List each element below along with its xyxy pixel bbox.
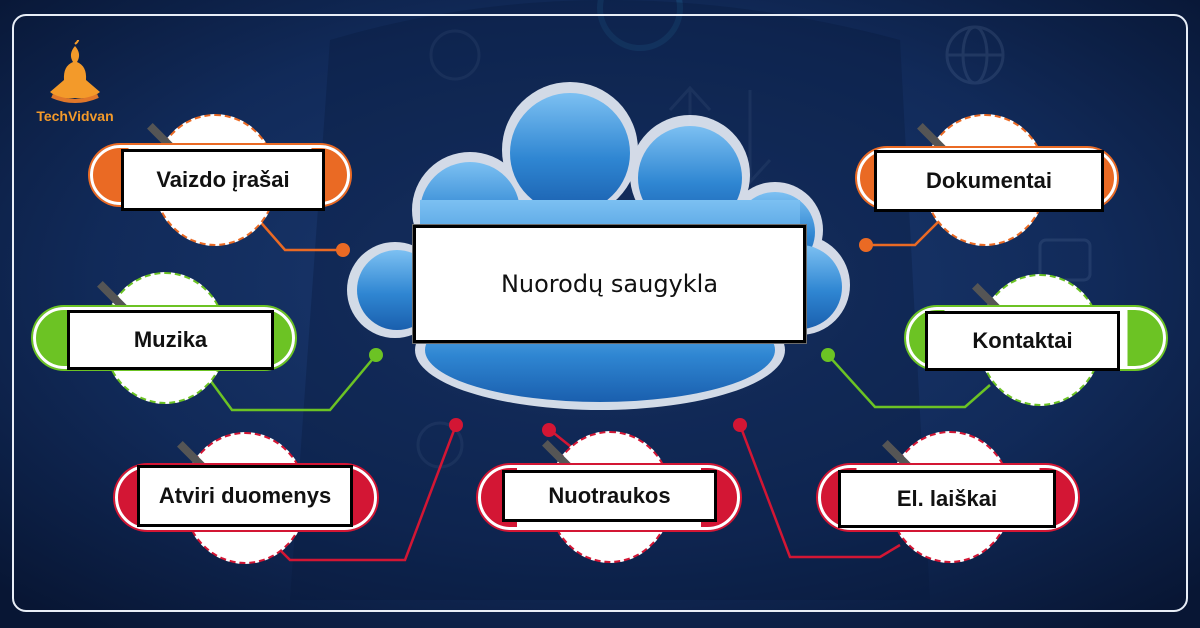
meditating-figure-icon [50, 37, 100, 103]
node-label: Dokumentai [874, 150, 1104, 212]
node-label: Kontaktai [925, 311, 1120, 371]
node-label: El. laiškai [838, 470, 1056, 528]
brand-logo: TechVidvan [30, 37, 120, 130]
node-label: Nuotraukos [502, 470, 717, 522]
center-title: Nuorodų saugykla [412, 224, 807, 344]
node-label: Atviri duomenys [137, 465, 353, 527]
node-label: Muzika [67, 310, 274, 370]
node-label: Vaizdo įrašai [121, 149, 325, 211]
content-frame [12, 14, 1188, 612]
decorative-background-icons [416, 0, 1092, 469]
brand-name: TechVidvan [36, 108, 114, 124]
connector-dots [336, 238, 873, 437]
